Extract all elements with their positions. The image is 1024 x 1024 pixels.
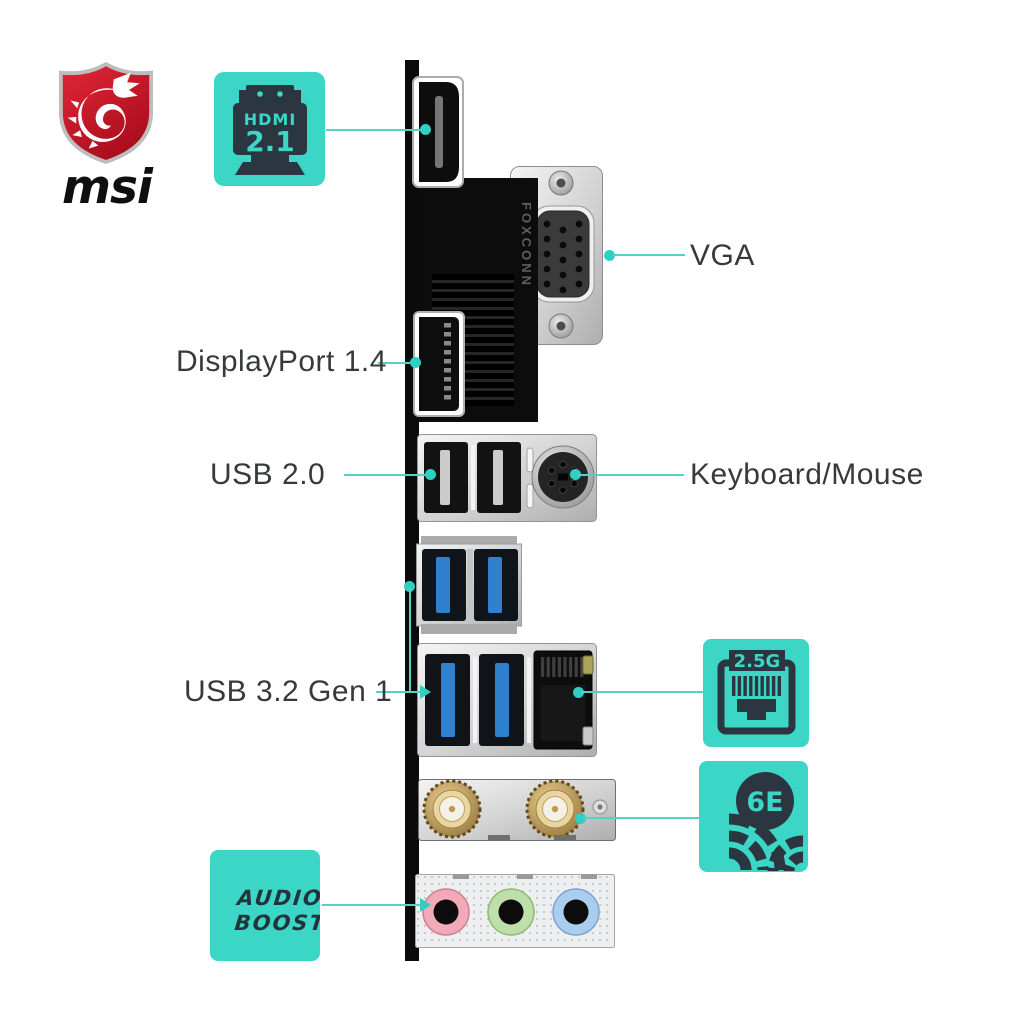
leader-line-keyboard-mouse [578, 474, 684, 476]
usb2-label: USB 2.0 [210, 458, 326, 491]
displayport-label: DisplayPort 1.4 [176, 345, 387, 378]
audio-jack-mic-pink [422, 888, 470, 936]
rj45-lan-icon: 2.5G [717, 650, 796, 735]
hdmi-badge-text: HDMI [244, 110, 297, 129]
leader-dot-hdmi [420, 124, 431, 135]
lan-led-bottom [582, 726, 594, 746]
leader-line-audio [322, 904, 420, 906]
audio-boost-badge: AUDIO BOOST [210, 850, 320, 961]
msi-wordmark: msi [61, 160, 153, 215]
leader-arrow-audio [420, 898, 431, 912]
msi-dragon-icon [67, 72, 140, 149]
leader-line-displayport [378, 362, 414, 364]
wifi-badge-text: 6E [746, 787, 783, 818]
lan-led-top [582, 655, 594, 675]
motherboard-edge-bar [405, 60, 419, 961]
usb3-lan-block [417, 643, 597, 757]
wifi-antenna-connector-1 [422, 779, 482, 839]
vga-label: VGA [690, 239, 755, 272]
hdmi-connector-icon: HDMI 2.1 [233, 85, 307, 175]
leader-arrow-usb32 [420, 685, 431, 699]
displayport-pins [444, 323, 451, 400]
displayport-port [413, 311, 465, 417]
leader-line-vga [612, 254, 685, 256]
leader-dot-usb32-upper [404, 581, 415, 592]
usb2-ps2-block [417, 434, 597, 522]
rj45-pins [732, 676, 781, 696]
wifi-6e-badge: 6E [699, 761, 808, 872]
lan-badge-text: 2.5G [734, 651, 781, 672]
leader-dot-lan [573, 687, 584, 698]
hdmi-2-1-badge: HDMI 2.1 [214, 72, 325, 186]
leader-dot-keyboard-mouse [570, 469, 581, 480]
usb32-label: USB 3.2 Gen 1 [184, 675, 393, 708]
lan-2-5g-badge: 2.5G [703, 639, 809, 747]
audio-jack-linein-blue [552, 888, 600, 936]
usb3-block-upper [416, 536, 522, 634]
leader-line-usb32-vertical [409, 587, 411, 692]
wifi-antenna-bracket [418, 779, 616, 841]
shield-shape [58, 62, 154, 164]
audio-boost-line2: BOOST [233, 911, 320, 935]
leader-dot-displayport [410, 357, 421, 368]
leader-line-wifi [583, 817, 699, 819]
lan-port [533, 650, 593, 750]
leader-line-usb32 [376, 691, 420, 693]
leader-line-lan [581, 691, 703, 693]
msi-logo-shield [58, 62, 154, 164]
leader-line-usb2 [344, 474, 430, 476]
audio-boost-text: AUDIO BOOST [233, 886, 320, 936]
leader-dot-usb2 [425, 469, 436, 480]
leader-line-hdmi [326, 129, 426, 131]
leader-dot-wifi [575, 813, 586, 824]
connector-brand-text: FOXCONN [519, 202, 534, 288]
leader-dot-vga [604, 250, 615, 261]
hdmi-port [412, 76, 464, 188]
keyboard-mouse-label: Keyboard/Mouse [690, 458, 924, 491]
audio-jack-plate [415, 874, 615, 948]
audio-jack-lineout-green [487, 888, 535, 936]
hdmi-badge-version: 2.1 [245, 125, 295, 158]
wifi-arcs-icon: 6E [728, 772, 804, 872]
vga-pin-holes [543, 220, 583, 294]
wifi-antenna-connector-2 [525, 779, 585, 839]
ps2-port [531, 445, 595, 509]
audio-boost-line1: AUDIO [236, 886, 320, 910]
